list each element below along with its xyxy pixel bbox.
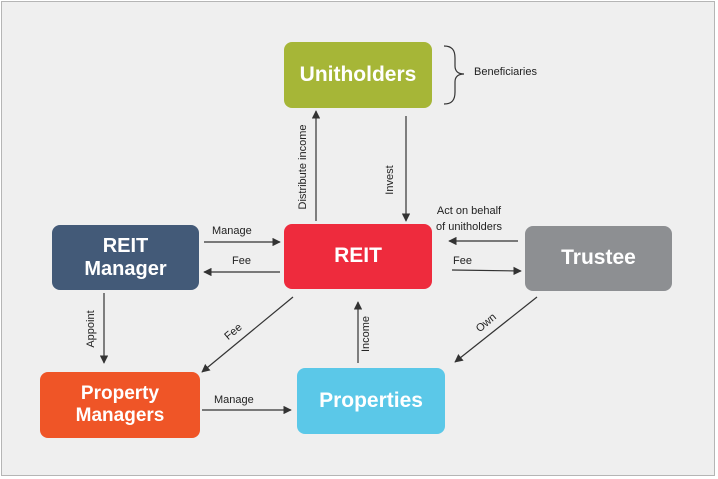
label-beneficiaries: Beneficiaries <box>474 66 537 78</box>
node-property-managers-label-line1: Property <box>80 383 160 405</box>
node-unitholders-label: Unitholders <box>299 62 417 86</box>
node-reit-manager: REIT Manager <box>52 225 199 290</box>
node-reit: REIT <box>284 224 432 289</box>
label-manage-reit: Manage <box>212 225 252 237</box>
arrow-fee-trustee <box>451 266 522 276</box>
label-act-on-behalf: Act on behalf of unitholders <box>436 203 502 235</box>
label-act-on-behalf-line1: Act on behalf <box>436 205 502 217</box>
label-act-on-behalf-line2: of unitholders <box>436 221 503 233</box>
label-distribute-income: Distribute income <box>297 124 309 210</box>
arrow-own <box>454 296 538 363</box>
node-property-managers: Property Managers <box>40 372 200 438</box>
node-reit-label: REIT <box>334 244 382 268</box>
node-trustee: Trustee <box>525 226 672 291</box>
label-income: Income <box>360 315 372 353</box>
beneficiaries-brace <box>443 45 465 105</box>
label-appoint: Appoint <box>85 310 97 348</box>
node-properties-label: Properties <box>319 388 423 412</box>
node-reit-manager-label-line1: REIT <box>102 234 149 257</box>
node-unitholders: Unitholders <box>284 42 432 108</box>
node-property-managers-label-line2: Managers <box>75 405 165 426</box>
arrow-fee-property-managers <box>201 296 294 373</box>
label-fee-manager: Fee <box>232 255 251 267</box>
label-invest: Invest <box>384 165 396 195</box>
label-fee-trustee: Fee <box>453 255 472 267</box>
node-properties: Properties <box>297 368 445 434</box>
node-reit-manager-label-line2: Manager <box>84 257 167 280</box>
label-manage-properties: Manage <box>214 394 254 406</box>
node-trustee-label: Trustee <box>561 246 636 270</box>
